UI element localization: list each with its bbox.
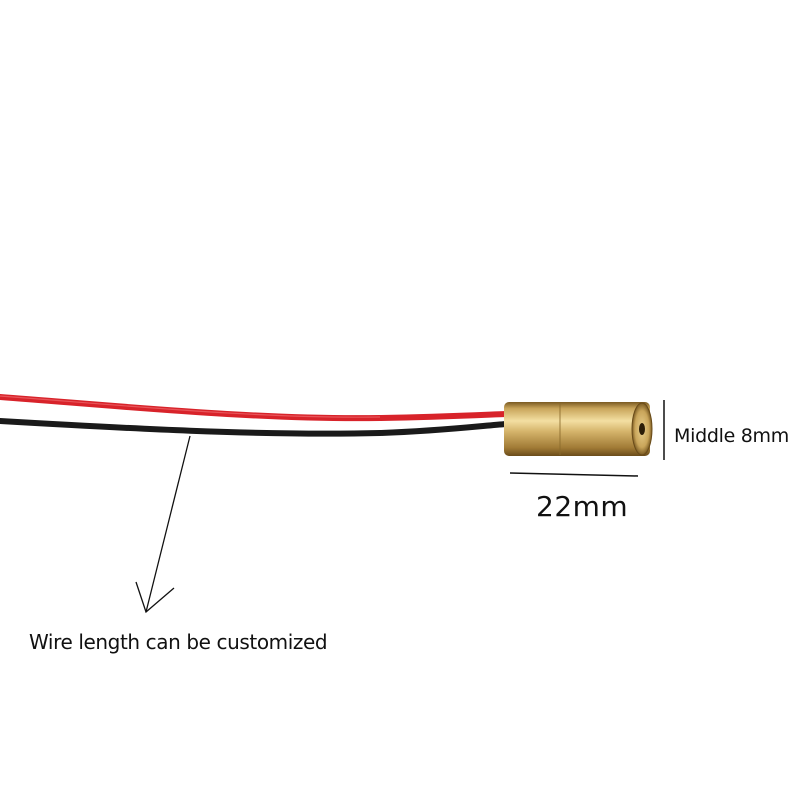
length-dimension-label: 22mm	[536, 490, 629, 523]
wire-length-note: Wire length can be customized	[29, 630, 328, 654]
lens-aperture	[639, 423, 645, 435]
laser-module	[504, 402, 653, 456]
height-dimension-label: Middle 8mm	[674, 425, 789, 447]
arrow-icon	[135, 435, 191, 614]
red-wire	[0, 394, 509, 422]
black-wire	[0, 418, 509, 437]
length-dimension-line	[509, 472, 639, 477]
